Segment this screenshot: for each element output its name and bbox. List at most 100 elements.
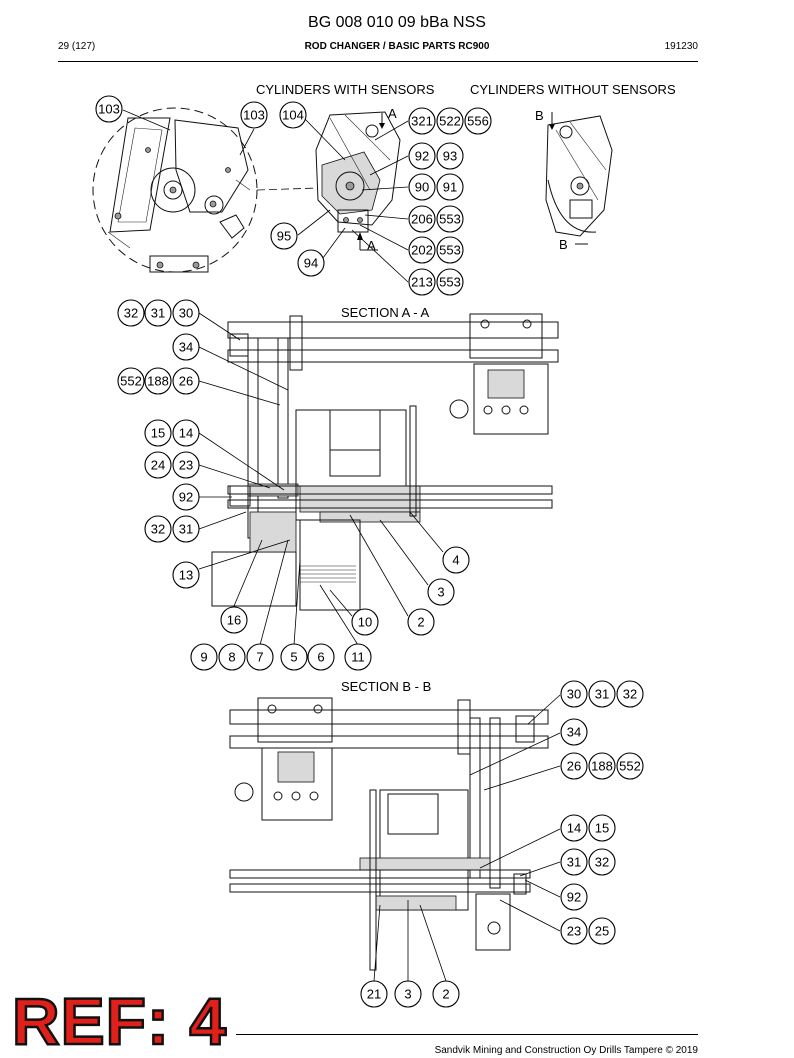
callout-26-bb: 26 <box>560 752 588 780</box>
svg-text:202: 202 <box>411 243 433 258</box>
view-label-with-sensors: CYLINDERS WITH SENSORS <box>256 82 435 97</box>
callout-13: 13 <box>172 561 200 589</box>
callout-104: 104 <box>279 101 307 129</box>
callout-15: 15 <box>144 419 172 447</box>
section-aa-drawing <box>211 313 559 611</box>
svg-text:95: 95 <box>277 229 291 244</box>
svg-text:32: 32 <box>151 522 165 537</box>
svg-text:2: 2 <box>417 615 424 630</box>
svg-text:213: 213 <box>411 275 433 290</box>
svg-text:34: 34 <box>567 725 581 740</box>
svg-text:24: 24 <box>151 458 165 473</box>
callout-34: 34 <box>172 333 200 361</box>
callout-213: 213 <box>408 268 436 296</box>
svg-text:9: 9 <box>200 650 207 665</box>
svg-text:15: 15 <box>595 821 609 836</box>
section-bb-label: SECTION B - B <box>341 679 432 694</box>
svg-text:552: 552 <box>619 759 641 774</box>
callout-95: 95 <box>270 222 298 250</box>
svg-text:23: 23 <box>179 458 193 473</box>
section-mark-b-bottom: B <box>559 237 568 252</box>
callout-552-bb: 552 <box>616 752 644 780</box>
header-rule <box>58 61 698 62</box>
callouts-section-aa: 32 31 30 34 552 188 26 15 14 24 23 92 32… <box>117 299 470 671</box>
callout-522: 522 <box>436 107 464 135</box>
view-with-sensors <box>315 111 401 251</box>
document-title: BG 008 010 09 bBa NSS <box>308 14 486 31</box>
svg-text:92: 92 <box>415 149 429 164</box>
svg-text:34: 34 <box>179 340 193 355</box>
callout-32-bb-b: 32 <box>588 848 616 876</box>
svg-text:11: 11 <box>351 650 365 665</box>
svg-text:522: 522 <box>439 114 461 129</box>
svg-text:14: 14 <box>567 821 581 836</box>
callout-202: 202 <box>408 236 436 264</box>
svg-text:10: 10 <box>358 615 372 630</box>
callout-6: 6 <box>307 643 335 671</box>
svg-text:6: 6 <box>317 650 324 665</box>
section-mark-b-top: B <box>535 108 544 123</box>
svg-text:32: 32 <box>595 855 609 870</box>
callout-91: 91 <box>436 173 464 201</box>
svg-text:14: 14 <box>179 426 193 441</box>
svg-text:553: 553 <box>439 275 461 290</box>
svg-text:4: 4 <box>452 553 459 568</box>
callout-553-b: 553 <box>436 236 464 264</box>
svg-text:32: 32 <box>124 306 138 321</box>
callouts-top-views: 103 103 104 321 522 556 92 93 90 91 206 … <box>95 95 492 296</box>
svg-text:94: 94 <box>304 256 318 271</box>
callout-30: 30 <box>172 299 200 327</box>
svg-text:92: 92 <box>567 890 581 905</box>
svg-text:90: 90 <box>415 180 429 195</box>
page-number: 29 (127) <box>58 41 96 52</box>
footer-rule <box>236 1034 698 1035</box>
callout-553-c: 553 <box>436 268 464 296</box>
svg-text:8: 8 <box>228 650 235 665</box>
callout-92: 92 <box>408 142 436 170</box>
svg-text:104: 104 <box>282 108 304 123</box>
svg-text:556: 556 <box>467 114 489 129</box>
svg-text:552: 552 <box>120 374 142 389</box>
svg-text:25: 25 <box>595 924 609 939</box>
callout-31-bb: 31 <box>588 680 616 708</box>
svg-text:31: 31 <box>595 687 609 702</box>
svg-text:3: 3 <box>437 585 444 600</box>
section-title: ROD CHANGER / BASIC PARTS RC900 <box>304 41 490 52</box>
svg-text:32: 32 <box>623 687 637 702</box>
callout-26: 26 <box>172 367 200 395</box>
svg-text:13: 13 <box>179 568 193 583</box>
callout-14-bb: 14 <box>560 814 588 842</box>
svg-text:23: 23 <box>567 924 581 939</box>
callout-3-bb: 3 <box>394 980 422 1008</box>
svg-text:321: 321 <box>411 114 433 129</box>
svg-text:103: 103 <box>98 102 120 117</box>
callout-21-bb: 21 <box>360 980 388 1008</box>
svg-text:206: 206 <box>411 212 433 227</box>
callout-90: 90 <box>408 173 436 201</box>
section-aa-label: SECTION A - A <box>341 305 430 320</box>
callout-8: 8 <box>218 643 246 671</box>
callout-31-b: 31 <box>172 515 200 543</box>
callout-24: 24 <box>144 451 172 479</box>
callout-2-bb: 2 <box>432 980 460 1008</box>
callout-552: 552 <box>117 367 145 395</box>
callout-188: 188 <box>144 367 172 395</box>
callout-9: 9 <box>190 643 218 671</box>
callout-2: 2 <box>407 608 435 636</box>
callout-32: 32 <box>117 299 145 327</box>
callout-94: 94 <box>297 249 325 277</box>
svg-text:31: 31 <box>567 855 581 870</box>
callout-10: 10 <box>351 608 379 636</box>
callout-23-bb: 23 <box>560 917 588 945</box>
callouts-section-bb: 30 31 32 34 26 188 552 14 15 31 32 92 23… <box>360 680 644 1008</box>
svg-text:7: 7 <box>256 650 263 665</box>
callout-5: 5 <box>280 643 308 671</box>
svg-text:5: 5 <box>290 650 297 665</box>
svg-text:2: 2 <box>442 987 449 1002</box>
svg-text:188: 188 <box>147 374 169 389</box>
svg-text:30: 30 <box>179 306 193 321</box>
callout-23: 23 <box>172 451 200 479</box>
callout-11: 11 <box>344 643 372 671</box>
view-without-sensors <box>545 112 613 245</box>
